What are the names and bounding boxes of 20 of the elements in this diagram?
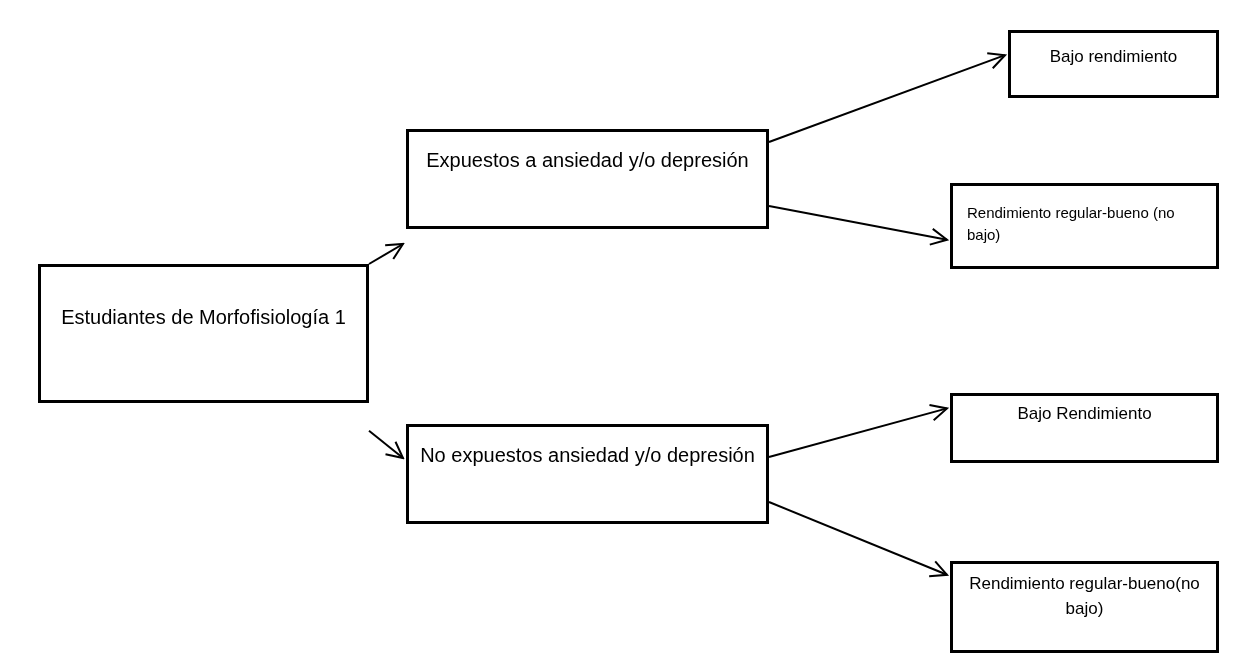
box-label: Expuestos a ansiedad y/o depresión bbox=[426, 148, 749, 173]
box-label: No expuestos ansiedad y/o depresión bbox=[420, 443, 755, 468]
process-box bbox=[1008, 30, 1219, 98]
arrow bbox=[368, 243, 404, 265]
box-label: Bajo Rendimiento bbox=[1017, 403, 1152, 425]
process-box bbox=[950, 561, 1219, 653]
arrow bbox=[768, 205, 948, 246]
box-label: Rendimiento regular-bueno(no bajo) bbox=[968, 573, 1201, 620]
arrow bbox=[368, 429, 404, 459]
box-label: Estudiantes de Morfofisiología 1 bbox=[61, 305, 346, 330]
arrow bbox=[768, 501, 948, 578]
box-label: Rendimiento regular-bueno (no bajo) bbox=[967, 203, 1176, 245]
process-box bbox=[38, 264, 369, 403]
arrow bbox=[768, 52, 1006, 143]
process-box bbox=[406, 129, 769, 229]
process-box bbox=[950, 183, 1219, 269]
arrow bbox=[768, 403, 948, 458]
box-label: Bajo rendimiento bbox=[1049, 46, 1178, 68]
process-box bbox=[406, 424, 769, 524]
process-box bbox=[950, 393, 1219, 463]
